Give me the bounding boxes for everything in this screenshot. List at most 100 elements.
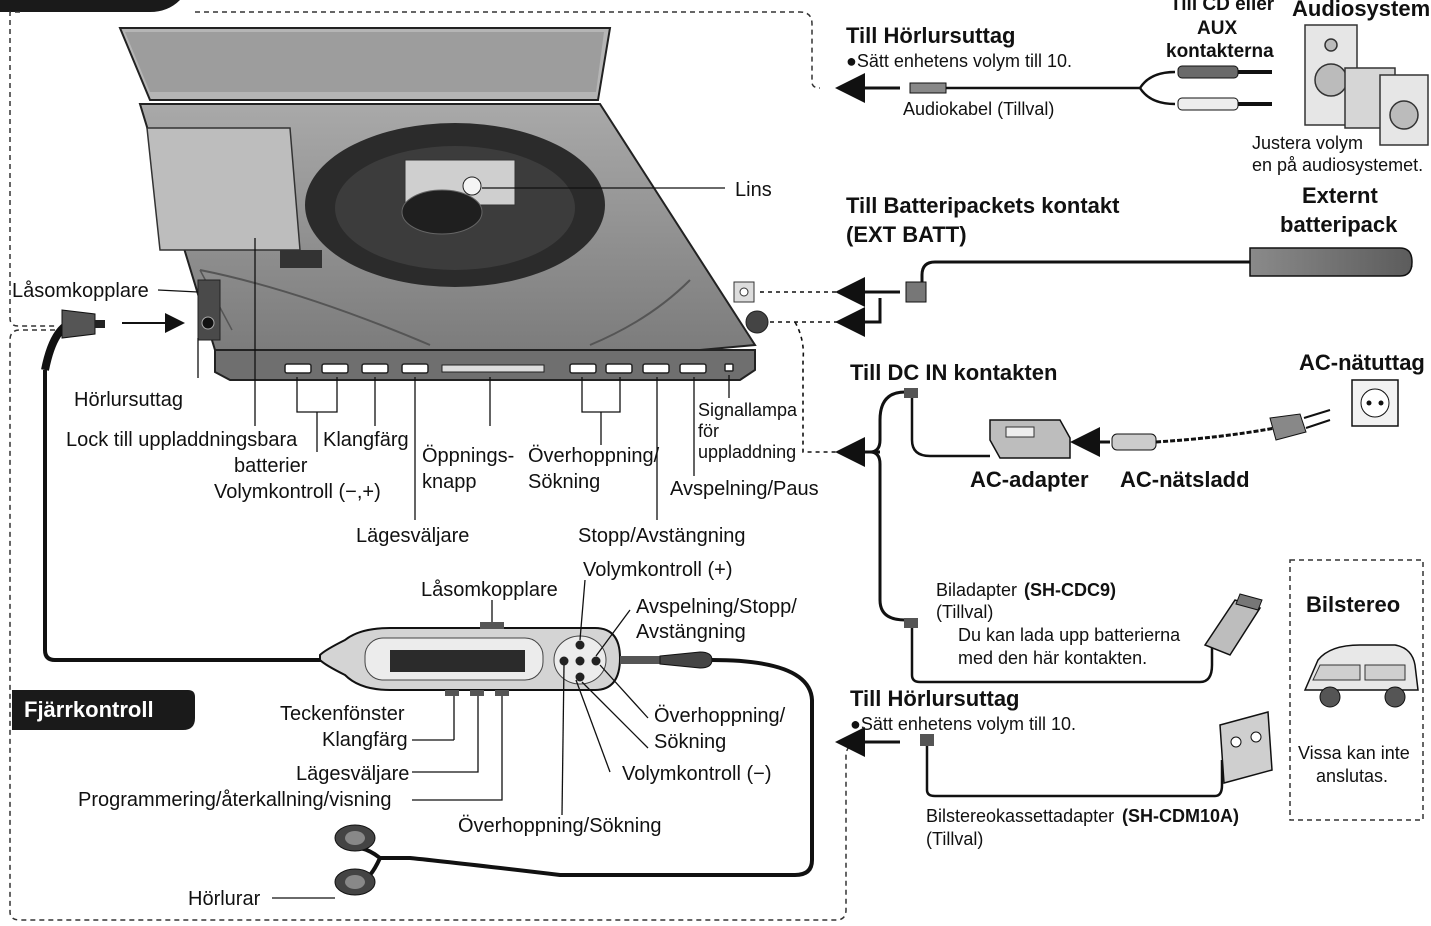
remote-section-tab [12, 690, 195, 730]
remote-btn-center [575, 656, 585, 666]
car-stereo-note-2: anslutas. [1316, 766, 1388, 786]
lower-dashed-border [9, 329, 859, 921]
remote-lock: Låsomkopplare [421, 579, 558, 601]
battery-cover [146, 127, 301, 251]
cd-player-main-unit [118, 27, 757, 381]
label-skip-2: Sökning [528, 471, 600, 493]
remote-program-label: Programmering/återkallning/visning [78, 789, 391, 811]
ac-cord [1070, 409, 1331, 457]
main-unit-leaders [157, 187, 730, 520]
ac-outlet-icon [1351, 379, 1399, 427]
earphones-icon [334, 824, 376, 896]
cassette-adapter-opt: (Tillval) [926, 829, 983, 849]
label-open-2: knapp [422, 471, 477, 493]
audio-system-icon [1304, 24, 1429, 146]
dcin-labels: Till DC IN kontakten AC-nätuttag AC-adap… [850, 350, 1425, 668]
car-stereo-labels: Bilstereo Vissa kan inte anslutas. [1298, 592, 1410, 786]
remote-btn-left [559, 656, 569, 666]
cassette-adapter-a: Bilstereokassettadapter [926, 806, 1114, 826]
car-headphone-title: Till Hörlursuttag [850, 686, 1020, 711]
label-battery-cover: Lock till uppladdningsbara [66, 429, 298, 451]
remote-btn-up [575, 640, 585, 650]
label-volume: Volymkontroll (−,+) [214, 481, 381, 503]
dcin-outlet: AC-nätuttag [1299, 350, 1425, 375]
remote-leaders [272, 579, 649, 899]
label-headphone-jack: Hörlursuttag [74, 389, 183, 411]
label-mode: Lägesväljare [356, 525, 469, 547]
remote-skip-1: Överhoppning/ [654, 705, 786, 727]
section-tab-top [0, 0, 180, 12]
label-lens: Lins [735, 179, 772, 201]
front-buttons [284, 363, 734, 374]
headphone-plug [41, 309, 185, 371]
main-unit-dashed-border-left [9, 11, 55, 327]
remote-skip-2: Sökning [654, 731, 726, 753]
dcin-cord: AC-nätsladd [1120, 467, 1250, 492]
car-stereo-title: Bilstereo [1306, 592, 1400, 617]
battery-pack-2: batteripack [1280, 212, 1398, 237]
open-slider [441, 364, 545, 373]
label-battery-cover-2: batterier [234, 455, 308, 477]
remote-btn-down [575, 672, 585, 682]
audio-note: ●Sätt enhetens volym till 10. [846, 51, 1072, 71]
dcin-bracket [869, 390, 906, 622]
label-charge-3: uppladdning [698, 442, 796, 462]
audio-adjust-2: en på audiosystemet. [1252, 155, 1423, 175]
dcin-car-note-1: Du kan lada upp batterierna [958, 625, 1181, 645]
cassette-adapter [835, 711, 1273, 798]
remote-vol-minus: Volymkontroll (−) [622, 763, 772, 785]
remote-btn-right [591, 656, 601, 666]
dcin-car-adapter-a: Biladapter [936, 580, 1017, 600]
remote-display-label: Teckenfönster [280, 703, 405, 725]
battery-pack-1: Externt [1302, 183, 1378, 208]
audio-cd-aux-2: AUX [1197, 18, 1237, 39]
earphones-label: Hörlurar [188, 888, 261, 910]
label-play-pause: Avspelning/Paus [670, 478, 819, 500]
ac-adapter [904, 388, 1071, 459]
car-stereo-dashed-box [1289, 559, 1424, 821]
ext-batt-port-icon [733, 281, 769, 334]
main-unit-dashed-border [195, 11, 821, 89]
audio-adjust-1: Justera volym [1252, 133, 1363, 153]
remote-tab-label: Fjärrkontroll [24, 697, 154, 722]
label-sound: Klangfärg [323, 429, 409, 451]
main-unit-labels: Lins Låsomkopplare Hörlursuttag Lock til… [12, 179, 819, 547]
dcin-car-opt: (Tillval) [936, 602, 993, 622]
label-skip-1: Överhoppning/ [528, 445, 660, 467]
battery-arrows [760, 277, 900, 467]
car-headphone-labels: Till Hörlursuttag ●Sätt enhetens volym t… [850, 686, 1239, 849]
label-lock-switch: Låsomkopplare [12, 280, 149, 302]
remote-display [390, 650, 525, 672]
dcin-adapter: AC-adapter [970, 467, 1089, 492]
audio-title: Till Hörlursuttag [846, 23, 1016, 48]
remote-skip-search: Överhoppning/Sökning [458, 815, 661, 837]
remote-vol-plus: Volymkontroll (+) [583, 559, 733, 581]
battery-title-2: (EXT BATT) [846, 222, 967, 247]
remote-play-stop-2: Avstängning [636, 621, 746, 643]
car-headphone-note: ●Sätt enhetens volym till 10. [850, 714, 1076, 734]
label-charge-1: Signallampa [698, 400, 798, 420]
dcin-title: Till DC IN kontakten [850, 360, 1057, 385]
dcin-car-adapter-b: (SH-CDC9) [1024, 580, 1116, 600]
cassette-adapter-b: (SH-CDM10A) [1122, 806, 1239, 826]
audio-cable [835, 65, 1272, 111]
label-charge-2: för [698, 421, 719, 441]
remote-control [319, 622, 814, 884]
car-adapter-cable [904, 593, 1263, 684]
remote-sound-label: Klangfärg [322, 729, 408, 751]
label-stop-off: Stopp/Avstängning [578, 525, 746, 547]
remote-mode-label: Lägesväljare [296, 763, 409, 785]
battery-labels: Till Batteripackets kontakt (EXT BATT) E… [846, 183, 1398, 247]
remote-play-stop-1: Avspelning/Stopp/ [636, 596, 797, 618]
remote-cable [43, 370, 330, 662]
battery-title-1: Till Batteripackets kontakt [846, 193, 1120, 218]
audio-cable-label: Audiokabel (Tillval) [903, 99, 1054, 119]
audio-cd-aux-1: Till CD eller [1170, 0, 1275, 15]
label-open-1: Öppnings- [422, 445, 514, 467]
audio-system-label: Audiosystem [1292, 0, 1430, 21]
remote-labels: Fjärrkontroll Låsomkopplare Volymkontrol… [24, 559, 797, 910]
audio-labels: Till Hörlursuttag ●Sätt enhetens volym t… [846, 0, 1430, 175]
external-battery-pack [905, 247, 1413, 303]
dcin-car-note-2: med den här kontakten. [958, 648, 1147, 668]
